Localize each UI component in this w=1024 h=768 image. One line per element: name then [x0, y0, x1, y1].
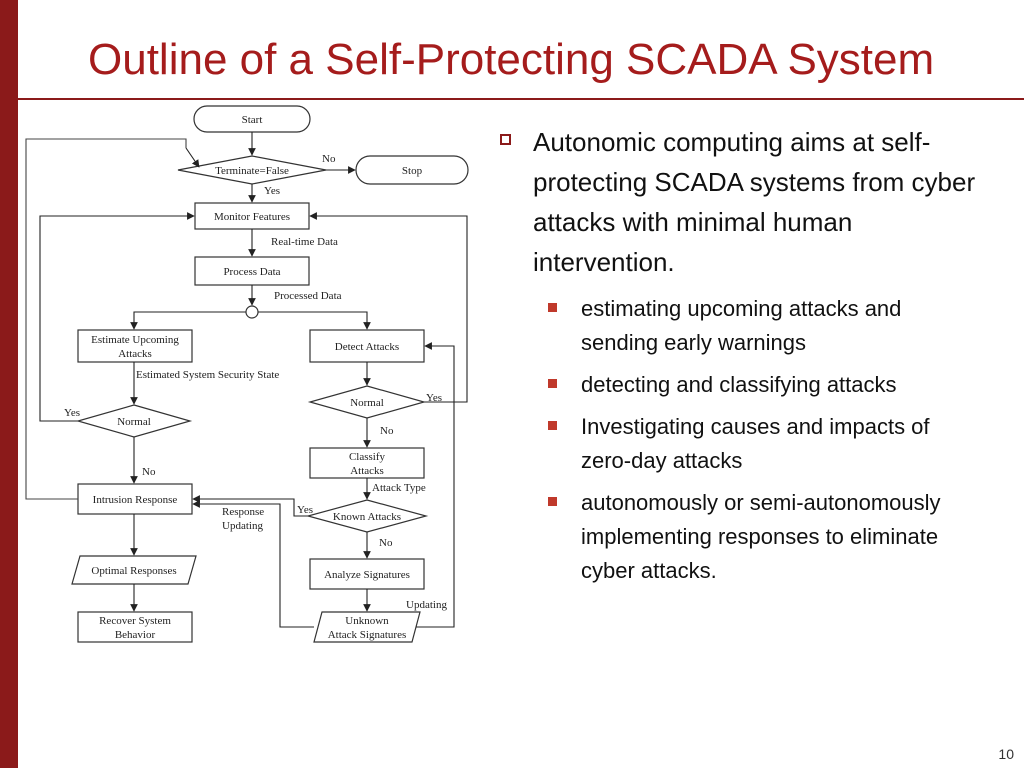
- node-normal-left-label: Normal: [117, 416, 151, 428]
- node-unknown: [313, 611, 421, 643]
- node-recover: [77, 611, 193, 643]
- square-bullet-icon: [548, 379, 557, 388]
- node-estimate-label-2: Attacks: [118, 348, 152, 360]
- node-detect-label: Detect Attacks: [335, 341, 399, 353]
- edge-label-no-known: No: [379, 537, 393, 549]
- edge-label-yes-left: Yes: [64, 407, 80, 419]
- sub-bullet-item: estimating upcoming attacks and sending …: [548, 292, 1000, 360]
- sub-bullet-item: Investigating causes and impacts of zero…: [548, 410, 1000, 478]
- edge-label-updating: Updating: [406, 599, 447, 611]
- square-bullet-icon: [548, 421, 557, 430]
- bullet-list: Autonomic computing aims at self-protect…: [500, 122, 1000, 596]
- node-terminate-label: Terminate=False: [215, 165, 289, 177]
- edge-label-no-stop: No: [322, 153, 336, 165]
- edge-label-yes-terminate: Yes: [264, 185, 280, 197]
- node-unknown-label-2: Attack Signatures: [328, 629, 407, 641]
- node-process-label: Process Data: [223, 266, 280, 278]
- square-bullet-icon: [548, 497, 557, 506]
- node-normal-right-label: Normal: [350, 397, 384, 409]
- edge-label-response-1: Response: [222, 506, 264, 518]
- sub-bullet-list: estimating upcoming attacks and sending …: [500, 292, 1000, 588]
- edge-label-yes-right: Yes: [426, 392, 442, 404]
- sub-bullet-item: autonomously or semi-autonomously implem…: [548, 486, 1000, 588]
- node-stop-label: Stop: [402, 165, 423, 177]
- node-intrusion-label: Intrusion Response: [93, 494, 178, 506]
- main-bullet-text: Autonomic computing aims at self-protect…: [533, 127, 976, 277]
- slide-title: Outline of a Self-Protecting SCADA Syste…: [88, 35, 935, 84]
- node-classify-label-2: Attacks: [350, 465, 384, 477]
- node-recover-label-2: Behavior: [115, 629, 156, 641]
- node-analyze-label: Analyze Signatures: [324, 569, 410, 581]
- edge-label-response-2: Updating: [222, 520, 263, 532]
- node-optimal-label: Optimal Responses: [91, 565, 176, 577]
- title-divider: [18, 98, 1024, 100]
- square-bullet-icon: [548, 303, 557, 312]
- sub-bullet-text: estimating upcoming attacks and sending …: [581, 296, 902, 355]
- sub-bullet-item: detecting and classifying attacks: [548, 368, 1000, 402]
- edge-label-attack-type: Attack Type: [372, 482, 426, 494]
- node-estimate: [77, 329, 193, 363]
- node-junction: [245, 305, 259, 319]
- sub-bullet-text: Investigating causes and impacts of zero…: [581, 414, 930, 473]
- scada-flowchart: Start Terminate=False Stop Monitor Featu…: [25, 105, 469, 643]
- node-stop: [355, 155, 469, 185]
- edge-label-estimated-state: Estimated System Security State: [136, 369, 279, 381]
- page-number: 10: [998, 746, 1014, 762]
- edge-label-processed: Processed Data: [274, 290, 342, 302]
- node-monitor-label: Monitor Features: [214, 211, 290, 223]
- node-optimal: [71, 555, 197, 585]
- hollow-square-bullet-icon: [500, 134, 511, 145]
- node-classify-label-1: Classify: [349, 451, 386, 463]
- main-bullet: Autonomic computing aims at self-protect…: [500, 122, 1000, 282]
- node-unknown-label-1: Unknown: [345, 615, 389, 627]
- edge-label-no-left: No: [142, 466, 156, 478]
- edge-label-realtime: Real-time Data: [271, 236, 338, 248]
- node-known-label: Known Attacks: [333, 511, 401, 523]
- node-recover-label-1: Recover System: [99, 615, 171, 627]
- node-estimate-label-1: Estimate Upcoming: [91, 334, 179, 346]
- sub-bullet-text: detecting and classifying attacks: [581, 372, 897, 397]
- sub-bullet-text: autonomously or semi-autonomously implem…: [581, 490, 941, 583]
- node-start-label: Start: [242, 114, 263, 126]
- edge-label-yes-known: Yes: [297, 504, 313, 516]
- accent-bar: [0, 0, 18, 768]
- edge-label-no-right: No: [380, 425, 394, 437]
